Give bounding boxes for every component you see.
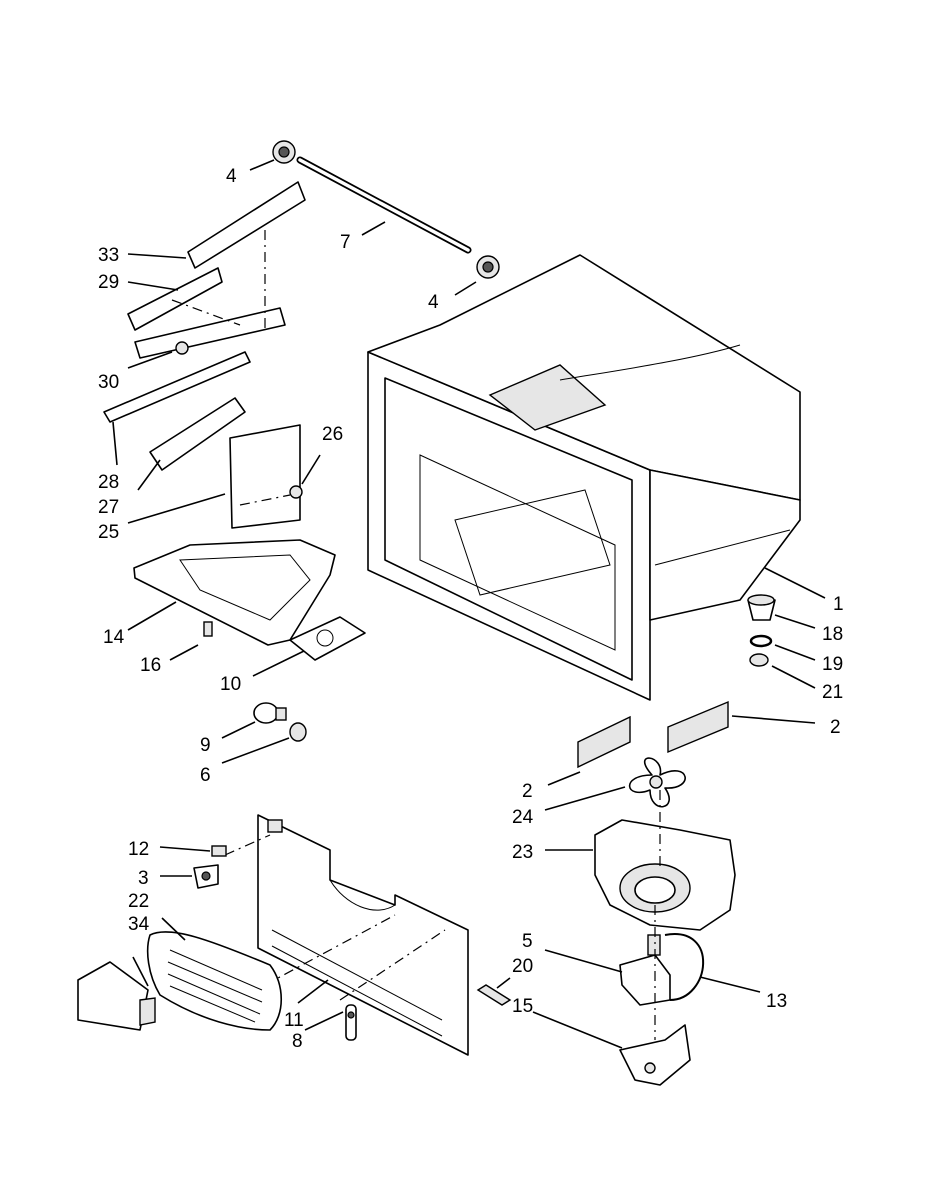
callout-4-middle: 4	[428, 292, 439, 313]
thermistor	[345, 1004, 357, 1041]
fan-motor	[619, 905, 705, 1040]
air-grille	[146, 931, 282, 1031]
callout-29: 29	[98, 272, 119, 293]
drive-shaft-assembly	[272, 140, 500, 279]
callout-1: 1	[833, 594, 844, 615]
callout-2-left: 2	[522, 781, 533, 802]
screw	[211, 845, 227, 857]
gear-top	[272, 140, 296, 164]
light-socket	[289, 722, 307, 742]
callout-22: 22	[128, 891, 149, 912]
callout-21: 21	[822, 682, 843, 703]
crisper-housing	[133, 539, 336, 646]
fan-shroud	[594, 790, 736, 931]
rear-panel	[224, 814, 469, 1056]
callout-3: 3	[138, 868, 149, 889]
callout-18: 18	[822, 624, 843, 645]
light-bulb	[253, 702, 287, 724]
callout-6: 6	[200, 765, 211, 786]
callout-5: 5	[522, 931, 533, 952]
callout-13: 13	[766, 991, 787, 1012]
callout-15: 15	[512, 996, 533, 1017]
callout-23: 23	[512, 842, 533, 863]
damper-cover	[77, 961, 156, 1031]
callout-28: 28	[98, 472, 119, 493]
mount-bracket	[193, 864, 219, 889]
gasket	[289, 616, 366, 661]
callout-9: 9	[200, 735, 211, 756]
callout-14: 14	[103, 627, 125, 648]
callout-19: 19	[822, 654, 843, 675]
callout-12: 12	[128, 839, 149, 860]
callout-26: 26	[322, 424, 343, 445]
motor-bracket	[619, 1024, 691, 1086]
insulation-pads	[577, 700, 729, 769]
callout-33: 33	[98, 245, 119, 266]
callout-30: 30	[98, 372, 119, 393]
seal-strip	[476, 984, 512, 1006]
callout-10: 10	[220, 674, 241, 695]
callout-8: 8	[292, 1031, 303, 1052]
callout-34: 34	[128, 914, 150, 935]
gear-middle	[476, 255, 500, 279]
callout-20: 20	[512, 956, 533, 977]
callout-2-right: 2	[830, 717, 841, 738]
callout-labels: 4 7 4 33 29 30 28 27 25 26 14 16 10 9 6 …	[98, 166, 844, 1052]
icemaker-parts	[747, 594, 776, 667]
leader-lines	[112, 159, 826, 1049]
callout-4-top: 4	[226, 166, 237, 187]
callout-7: 7	[340, 232, 351, 253]
callout-24: 24	[512, 807, 534, 828]
fan-blade	[628, 757, 686, 808]
slide-rail-assembly	[103, 181, 306, 529]
callout-16: 16	[140, 655, 161, 676]
callout-11: 11	[284, 1010, 304, 1031]
callout-27: 27	[98, 497, 119, 518]
callout-25: 25	[98, 522, 119, 543]
freezer-cabinet	[367, 254, 801, 701]
